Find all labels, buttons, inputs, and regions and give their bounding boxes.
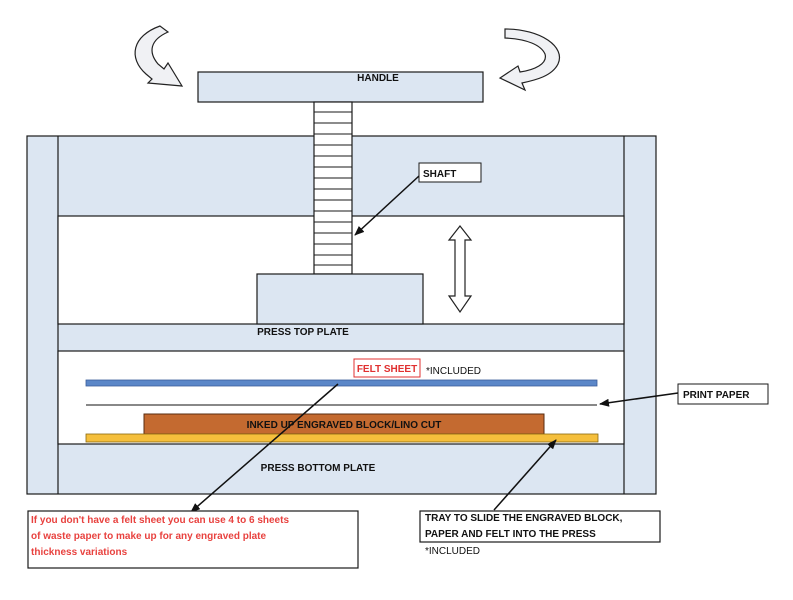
press-bottom-plate-label: PRESS BOTTOM PLATE (261, 463, 376, 474)
felt-sheet-label: FELT SHEET (357, 364, 417, 375)
shaft-label-box (418, 162, 482, 183)
rotate-right-arrow-icon (498, 28, 561, 92)
tray-note: TRAY TO SLIDE THE ENGRAVED BLOCK, PAPER … (425, 511, 660, 543)
tray-note-line: PAPER AND FELT INTO THE PRESS (425, 529, 596, 540)
tray (85, 433, 599, 443)
handle-label: HANDLE (357, 73, 399, 84)
shaft-label: SHAFT (423, 169, 456, 180)
tray-note-line: TRAY TO SLIDE THE ENGRAVED BLOCK, (425, 513, 623, 524)
print-paper-label-box (677, 383, 769, 405)
felt-included-label: *INCLUDED (426, 366, 481, 377)
felt-note-line: thickness variations (31, 547, 128, 558)
tray-note-pointer-arrow (493, 439, 557, 511)
handle-bar (197, 71, 484, 103)
shaft-pointer-arrow (354, 175, 420, 236)
up-down-arrow-icon (447, 225, 473, 314)
felt-note-line: If you don't have a felt sheet you can u… (31, 515, 290, 526)
print-paper-pointer-arrow (599, 392, 679, 407)
felt-note-pointer-arrow (190, 383, 339, 513)
felt-note-box (27, 510, 359, 569)
press-block (256, 273, 424, 325)
inked-block-label: INKED UP ENGRAVED BLOCK/LINO CUT (247, 420, 442, 431)
felt-sheet-label-box (353, 358, 421, 378)
tray-included-label: *INCLUDED (425, 546, 481, 557)
print-paper-label: PRINT PAPER (683, 390, 750, 401)
press-top-plate-label: PRESS TOP PLATE (257, 327, 349, 338)
felt-note-line: of waste paper to make up for any engrav… (31, 531, 267, 542)
rotate-left-arrow-icon (134, 25, 184, 87)
felt-note: If you don't have a felt sheet you can u… (31, 513, 357, 561)
shaft (313, 101, 353, 275)
felt-sheet (85, 379, 598, 387)
tray-note-box (419, 510, 661, 543)
